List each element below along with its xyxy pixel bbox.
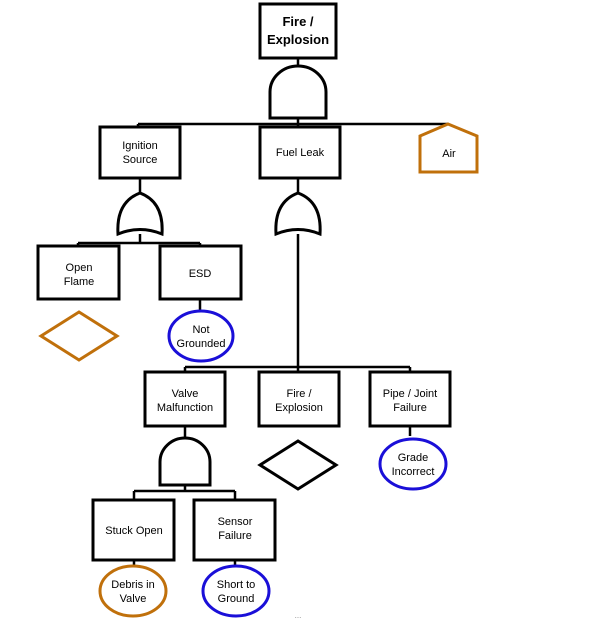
node-fuel-leak-line1: Fuel Leak — [276, 147, 325, 159]
undeveloped-event-fire-explosion — [257, 439, 339, 491]
node-fire-explosion-secondary-line2: Explosion — [275, 402, 323, 414]
node-fire-explosion-secondary-line1: Fire / — [286, 388, 312, 400]
node-debris-in-valve: Debris in Valve — [98, 564, 168, 618]
node-ignition-source: Ignition Source — [98, 125, 182, 180]
node-esd: ESD — [158, 244, 243, 301]
node-not-grounded-line2: Grounded — [177, 338, 226, 350]
node-sensor-failure-line2: Failure — [218, 530, 252, 542]
node-sensor-failure-line1: Sensor — [218, 516, 253, 528]
node-sensor-failure: Sensor Failure — [192, 498, 277, 562]
node-ignition-line2: Source — [123, 154, 158, 166]
node-short-ground-line2: Ground — [218, 593, 255, 605]
node-open-flame-line1: Open — [66, 262, 93, 274]
node-air-label: Air — [442, 148, 456, 160]
node-short-ground-line1: Short to — [217, 579, 256, 591]
node-fuel-leak: Fuel Leak — [258, 125, 342, 180]
node-valve-malfunction-line2: Malfunction — [157, 402, 213, 414]
node-top-event: Fire / Explosion — [258, 2, 338, 60]
node-esd-label: ESD — [189, 268, 212, 280]
node-ignition-line1: Ignition — [122, 140, 157, 152]
node-pipe-joint-failure: Pipe / Joint Failure — [368, 370, 452, 428]
node-stuck-open: Stuck Open — [91, 498, 176, 562]
node-grade-incorrect: Grade Incorrect — [378, 437, 448, 491]
node-debris-line2: Valve — [120, 593, 147, 605]
node-top-event-line2: Explosion — [267, 32, 329, 47]
connector-lines — [76, 58, 450, 566]
node-short-to-ground: Short to Ground — [201, 564, 271, 618]
node-top-event-line1: Fire / — [282, 14, 313, 29]
node-fire-explosion-secondary: Fire / Explosion — [257, 370, 341, 428]
node-debris-line1: Debris in — [111, 579, 154, 591]
and-gate-top — [268, 64, 328, 120]
node-pipe-joint-line1: Pipe / Joint — [383, 388, 437, 400]
node-grade-incorrect-line2: Incorrect — [392, 466, 435, 478]
undeveloped-event-open-flame — [38, 310, 120, 362]
node-not-grounded: Not Grounded — [167, 309, 235, 363]
footer-ellipsis: ... — [295, 611, 302, 620]
node-open-flame: Open Flame — [36, 244, 121, 301]
node-air: Air — [418, 122, 479, 174]
node-open-flame-line2: Flame — [64, 276, 95, 288]
node-grade-incorrect-line1: Grade — [398, 452, 429, 464]
or-gate-fuel-leak — [274, 191, 322, 237]
node-valve-malfunction-line1: Valve — [172, 388, 199, 400]
node-valve-malfunction: Valve Malfunction — [143, 370, 227, 428]
node-pipe-joint-line2: Failure — [393, 402, 427, 414]
node-not-grounded-line1: Not — [192, 324, 209, 336]
node-stuck-open-label: Stuck Open — [105, 525, 162, 537]
or-gate-ignition — [116, 191, 164, 237]
and-gate-valve — [158, 436, 212, 487]
